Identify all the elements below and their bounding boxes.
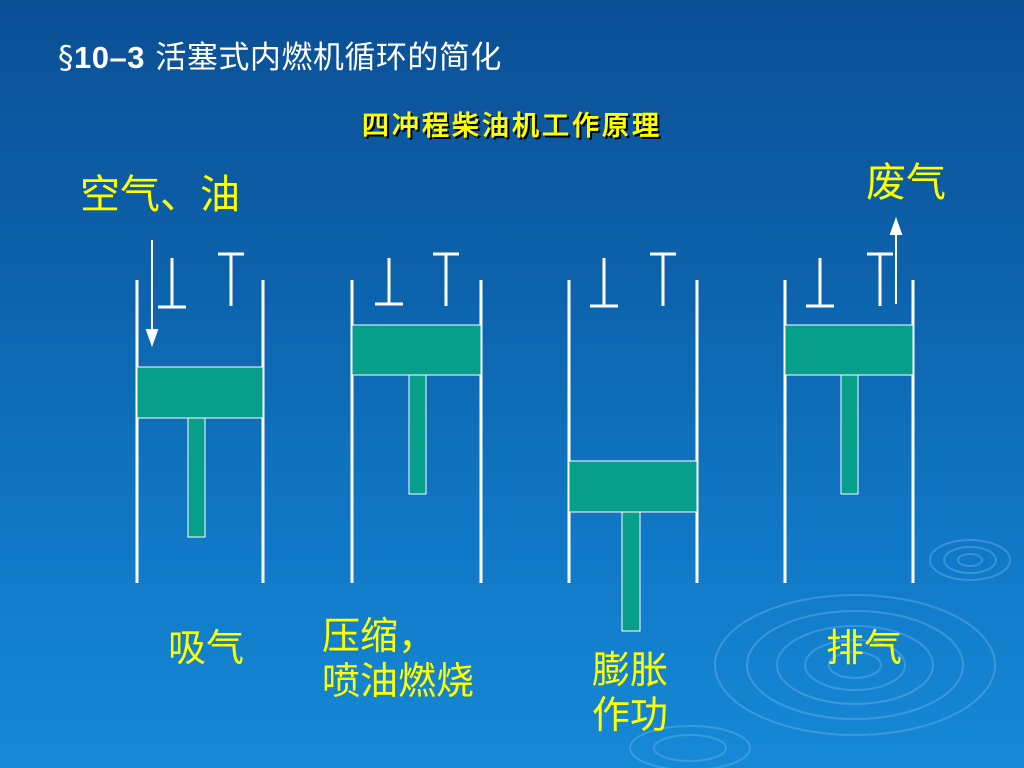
section-symbol: § — [58, 40, 74, 76]
stroke-label-line: 作功 — [592, 692, 669, 737]
cylinder-exhaust — [783, 217, 915, 583]
exhaust-arrow — [889, 217, 903, 304]
piston-head — [784, 324, 914, 376]
exhaust-label: 废气 — [866, 160, 946, 206]
section-number: 10–3 — [74, 40, 145, 75]
stroke-label-line: 排气 — [826, 626, 903, 670]
piston-head — [568, 460, 698, 513]
connecting-rod — [840, 374, 859, 495]
stroke-label-line: 压缩， — [322, 614, 437, 658]
exhaust-valve — [433, 252, 459, 306]
intake-valve — [158, 258, 186, 309]
connecting-rod — [621, 511, 641, 632]
cylinder-power — [567, 252, 699, 632]
intake-label: 空气、油 — [80, 172, 240, 218]
exhaust-valve — [650, 252, 676, 306]
stroke-label-line: 吸气 — [168, 626, 245, 670]
intake-valve — [375, 258, 403, 306]
stroke-label-power: 膨胀 作功 — [592, 648, 668, 738]
exhaust-valve — [218, 252, 244, 306]
diagram-subtitle: 四冲程柴油机工作原理 — [362, 111, 662, 142]
cylinder-compression — [350, 252, 483, 583]
connecting-rod — [408, 374, 427, 495]
piston-head — [351, 324, 482, 376]
piston-head — [136, 366, 264, 419]
exhaust-valve — [867, 252, 893, 306]
connecting-rod — [187, 417, 206, 538]
stroke-label-line: 喷油燃烧 — [322, 658, 475, 703]
intake-arrow — [145, 240, 159, 347]
stroke-label-compression: 压缩， 喷油燃烧 — [322, 614, 474, 704]
cylinder-intake — [135, 240, 265, 583]
intake-valve — [806, 258, 834, 308]
stroke-label-exhaust: 排气 — [826, 626, 902, 671]
stroke-label-intake: 吸气 — [168, 626, 244, 671]
section-title: §10–3 活塞式内燃机循环的简化 — [58, 32, 502, 77]
stroke-label-line: 膨胀 — [592, 648, 669, 692]
intake-valve — [590, 258, 618, 308]
section-title-text: 活塞式内燃机循环的简化 — [155, 40, 502, 76]
